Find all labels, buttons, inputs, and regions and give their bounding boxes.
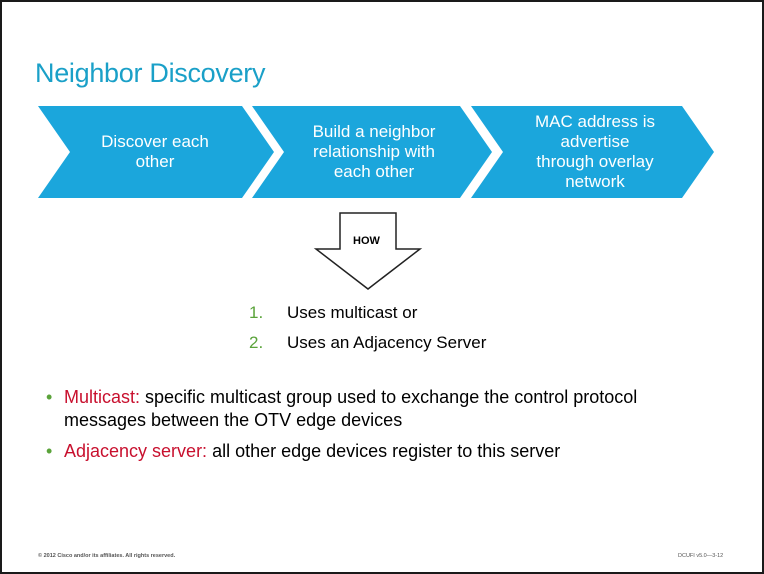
method-text: Uses multicast or — [287, 303, 418, 322]
how-label: HOW — [353, 235, 380, 247]
method-number: 1. — [249, 303, 264, 322]
bullet-dot: • — [46, 387, 53, 407]
bullet-text: all other edge devices register to this … — [207, 441, 561, 461]
chevron-step-1 — [38, 106, 274, 198]
bullet-text: specific multicast group used to exchang… — [140, 387, 638, 407]
chevron-step-3 — [471, 106, 714, 198]
method-item-2: 2. Uses an Adjacency Server — [249, 333, 486, 353]
slide-title: Neighbor Discovery — [35, 58, 266, 88]
bullet-dot: • — [46, 441, 53, 461]
how-down-arrow — [313, 212, 423, 290]
bullet-term: Multicast: — [64, 387, 141, 407]
method-item-1: 1. Uses multicast or — [249, 303, 417, 323]
copyright-footer: © 2012 Cisco and/or its affiliates. All … — [38, 553, 176, 559]
chevron-step-2 — [252, 106, 492, 198]
bullet-term: Adjacency server: — [64, 441, 208, 461]
method-number: 2. — [249, 333, 264, 352]
bullet-text-cont: messages between the OTV edge devices — [64, 410, 403, 430]
method-text: Uses an Adjacency Server — [287, 333, 487, 352]
course-code-footer: DCUFI v5.0—3-12 — [678, 553, 724, 559]
